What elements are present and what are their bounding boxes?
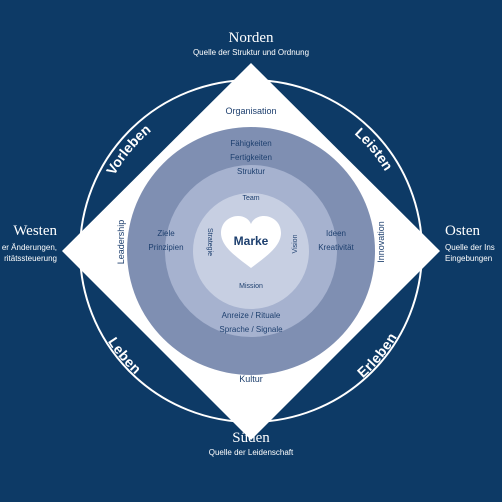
west-subtitle-line1: er Änderungen, [2,243,57,252]
outer-disc-right-line2: Kreativität [318,243,354,252]
north-subtitle: Quelle der Struktur und Ordnung [193,48,309,57]
diamond-label-right: Innovation [376,221,386,263]
inner-disc-top: Team [242,195,259,202]
east-title: Osten [445,223,480,239]
diamond-label-left: Leadership [116,220,126,265]
outer-disc-bottom-line2: Sprache / Signale [219,325,283,334]
south-title: Süden [232,430,270,446]
outer-disc-top-line1: Fähigkeiten [230,139,271,148]
east-subtitle-line1: Quelle der Ins [445,243,495,252]
west-title: Westen [13,223,57,239]
outer-disc-top-line2: Fertigkeiten [230,153,272,162]
heart-icon [221,216,281,268]
west-subtitle-line2: ritätssteuerung [4,254,57,263]
outer-disc-left-line1: Ziele [157,229,175,238]
inner-disc-left: Strategie [206,228,213,256]
diamond-label-bottom: Kultur [239,374,263,384]
diamond-label-top: Organisation [225,106,276,116]
inner-disc-right: Vision [292,234,299,253]
east-subtitle-line2: Eingebungen [445,254,492,263]
south-subtitle: Quelle der Leidenschaft [209,448,294,457]
outer-disc-left-line2: Prinzipien [148,243,183,252]
outer-disc-bottom-line1: Anreize / Rituale [222,311,281,320]
outer-disc-right-line1: Ideen [326,229,346,238]
outer-disc-top-line3: Struktur [237,167,265,176]
north-title: Norden [229,30,274,46]
center-label: Marke [234,234,269,248]
inner-disc-bottom: Mission [239,283,263,290]
